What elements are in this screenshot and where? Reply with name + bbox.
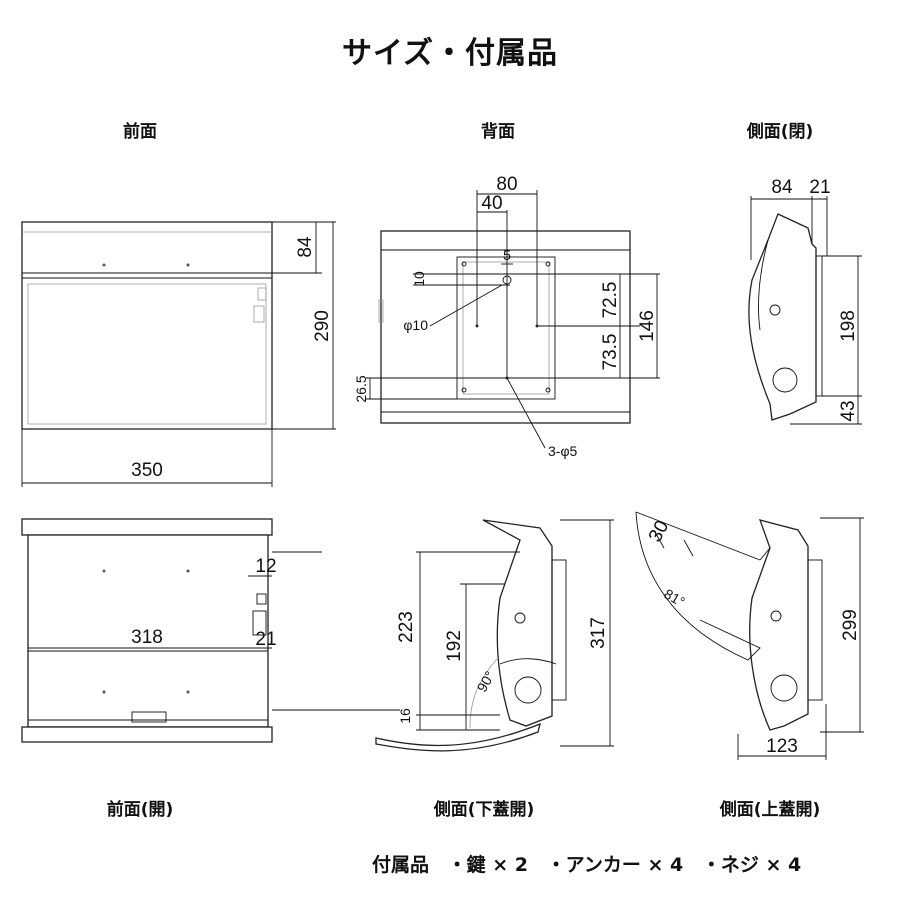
front-view-drawing: 84 290 350 (21, 221, 336, 487)
dim-lower-angle: 90° (473, 668, 497, 694)
side-closed-view-drawing: 84 21 198 43 (748, 177, 862, 425)
accessories-label: 付属品 (372, 854, 430, 876)
side-upper-open-view-drawing: 30 81° 299 123 (635, 511, 864, 760)
dim-upper-299: 299 (840, 609, 861, 641)
dim-back-40: 40 (481, 193, 502, 214)
accessory-screw: ・ネジ × 4 (701, 854, 802, 876)
label-side-closed: 側面(閉) (746, 122, 814, 142)
back-view-drawing: 80 40 5 10 φ10 72.5 73.5 146 26.5 3-φ5 (353, 174, 660, 459)
dim-back-5: 5 (503, 247, 511, 263)
dim-back-80: 80 (496, 174, 517, 195)
accessory-key: ・鍵 × 2 (447, 854, 529, 876)
dim-front-84: 84 (295, 236, 316, 258)
dim-open-318: 318 (131, 627, 163, 648)
dim-back-72-5: 72.5 (600, 282, 621, 319)
dim-lower-16: 16 (397, 708, 413, 724)
dim-open-12: 12 (255, 556, 276, 577)
dim-front-290: 290 (312, 310, 333, 342)
dim-side-43: 43 (838, 400, 859, 421)
dim-upper-angle: 81° (661, 585, 687, 609)
dim-upper-123: 123 (766, 736, 798, 757)
label-side-upper-open: 側面(上蓋開) (719, 800, 821, 820)
accessories-line: 付属品 ・鍵 × 2 ・アンカー × 4 ・ネジ × 4 (372, 850, 813, 877)
dim-upper-30: 30 (645, 517, 673, 546)
dim-front-350: 350 (131, 460, 163, 481)
dim-back-3phi5: 3-φ5 (548, 443, 578, 459)
label-side-lower-open: 側面(下蓋開) (433, 800, 535, 820)
dim-back-146: 146 (637, 310, 658, 342)
front-open-view-drawing: 12 318 21 (21, 518, 400, 743)
dim-side-84: 84 (771, 177, 793, 198)
dim-back-73-5: 73.5 (600, 334, 621, 371)
dim-lower-223: 223 (396, 611, 417, 643)
side-lower-open-view-drawing: 223 192 317 16 90° (375, 519, 614, 752)
dim-lower-192: 192 (444, 630, 465, 662)
label-back: 背面 (481, 122, 515, 142)
accessory-anchor: ・アンカー × 4 (546, 854, 684, 876)
dim-back-26-5: 26.5 (353, 375, 369, 402)
label-front: 前面 (123, 122, 157, 142)
dim-open-21: 21 (255, 629, 276, 650)
label-front-open: 前面(開) (106, 800, 174, 820)
page-title: サイズ・付属品 (341, 36, 559, 71)
dim-back-10: 10 (411, 271, 427, 287)
dim-side-198: 198 (838, 310, 859, 342)
dim-lower-317: 317 (588, 617, 609, 649)
dim-side-21: 21 (809, 177, 830, 198)
dim-back-phi10: φ10 (403, 317, 428, 333)
